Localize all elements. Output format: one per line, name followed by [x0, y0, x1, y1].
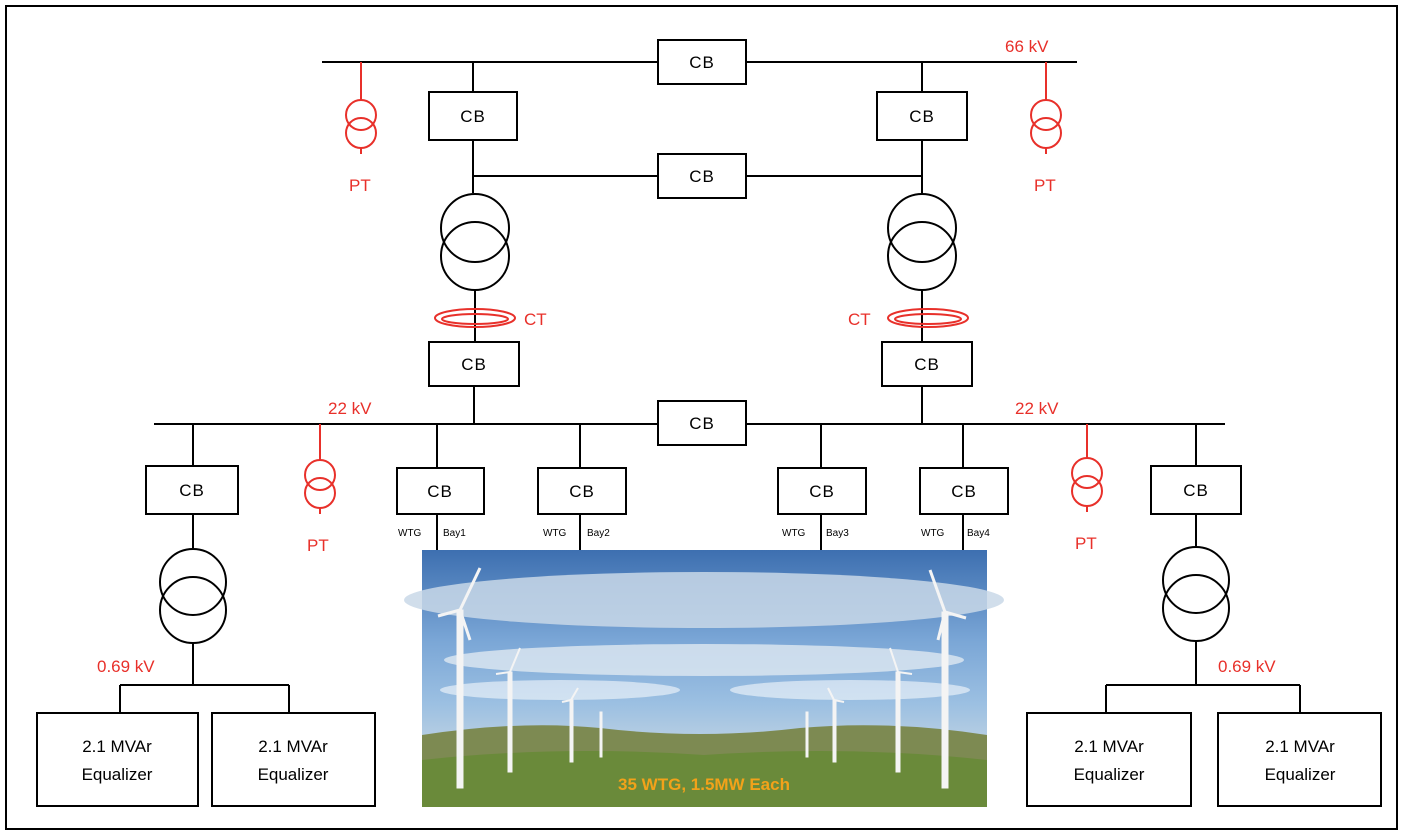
svg-text:WTG: WTG	[398, 528, 422, 539]
pt-66kv-right: PT	[1030, 62, 1062, 195]
svg-text:CB: CB	[1183, 481, 1209, 500]
svg-text:CB: CB	[460, 107, 486, 126]
svg-text:CB: CB	[809, 482, 835, 501]
main-transformer-right	[887, 193, 957, 291]
pt-22kv-right: PT	[1071, 424, 1103, 553]
svg-text:Equalizer: Equalizer	[1265, 765, 1336, 784]
svg-text:Bay4: Bay4	[967, 528, 990, 539]
voltage-label-069kv-left: 0.69 kV	[97, 657, 155, 676]
cb-equalizer-right: CB	[1150, 465, 1242, 515]
voltage-label-66kv: 66 kV	[1005, 37, 1049, 56]
svg-text:CB: CB	[951, 482, 977, 501]
cb-66kv-left: CB	[428, 91, 518, 141]
svg-text:PT: PT	[307, 536, 329, 555]
svg-text:WTG: WTG	[921, 528, 945, 539]
svg-text:Bay3: Bay3	[826, 528, 849, 539]
svg-text:PT: PT	[349, 176, 371, 195]
equalizer-box-3: 2.1 MVAr Equalizer	[1026, 712, 1192, 807]
main-transformer-left	[440, 193, 510, 291]
equalizer-box-2: 2.1 MVAr Equalizer	[211, 712, 376, 807]
ct-left: CT	[434, 308, 547, 329]
svg-text:Bay1: Bay1	[443, 528, 466, 539]
equalizer-box-4: 2.1 MVAr Equalizer	[1217, 712, 1382, 807]
svg-text:CT: CT	[848, 310, 871, 329]
svg-text:CT: CT	[524, 310, 547, 329]
svg-text:Equalizer: Equalizer	[1074, 765, 1145, 784]
cb-22kv-bus-tie: CB	[657, 400, 747, 446]
svg-text:2.1 MVAr: 2.1 MVAr	[1074, 737, 1144, 756]
svg-text:WTG: WTG	[543, 528, 567, 539]
diagram-frame	[5, 5, 1398, 830]
equalizer-box-1: 2.1 MVAr Equalizer	[36, 712, 199, 807]
ct-right: CT	[848, 308, 969, 329]
svg-text:CB: CB	[689, 414, 715, 433]
cb-22kv-incomer-right: CB	[881, 341, 973, 387]
cb-equalizer-left: CB	[145, 465, 239, 515]
svg-text:CB: CB	[689, 53, 715, 72]
voltage-label-22kv-left: 22 kV	[328, 399, 372, 418]
wind-turbine-icon	[437, 567, 603, 789]
pt-66kv-left: PT	[345, 62, 377, 195]
svg-text:CB: CB	[179, 481, 205, 500]
voltage-label-069kv-right: 0.69 kV	[1218, 657, 1276, 676]
wtg-bay-3: CB WTG Bay3	[777, 424, 867, 550]
wtg-bay-2: CB WTG Bay2	[537, 424, 627, 550]
svg-text:PT: PT	[1075, 534, 1097, 553]
svg-text:CB: CB	[689, 167, 715, 186]
wind-farm-photo: 35 WTG, 1.5MW Each	[404, 550, 1004, 807]
wtg-bay-1: CB WTG Bay1	[396, 424, 485, 550]
svg-text:CB: CB	[909, 107, 935, 126]
aux-transformer-left	[159, 548, 227, 644]
cb-66kv-right: CB	[876, 91, 968, 141]
aux-transformer-right	[1162, 546, 1230, 642]
svg-text:Equalizer: Equalizer	[82, 765, 153, 784]
wind-turbine-icon	[805, 569, 967, 789]
svg-text:2.1 MVAr: 2.1 MVAr	[82, 737, 152, 756]
svg-text:CB: CB	[461, 355, 487, 374]
pt-22kv-left: PT	[304, 424, 336, 555]
cb-22kv-incomer-left: CB	[428, 341, 520, 387]
svg-text:2.1 MVAr: 2.1 MVAr	[258, 737, 328, 756]
svg-text:2.1 MVAr: 2.1 MVAr	[1265, 737, 1335, 756]
svg-text:Bay2: Bay2	[587, 528, 610, 539]
svg-text:Equalizer: Equalizer	[258, 765, 329, 784]
cb-66kv-bus-tie: CB	[657, 39, 747, 85]
voltage-label-22kv-right: 22 kV	[1015, 399, 1059, 418]
svg-text:CB: CB	[427, 482, 453, 501]
wtg-bay-4: CB WTG Bay4	[919, 424, 1009, 550]
cb-mid-tie: CB	[657, 153, 747, 199]
svg-text:CB: CB	[914, 355, 940, 374]
svg-text:CB: CB	[569, 482, 595, 501]
svg-text:WTG: WTG	[782, 528, 806, 539]
svg-text:PT: PT	[1034, 176, 1056, 195]
photo-caption: 35 WTG, 1.5MW Each	[618, 775, 790, 794]
